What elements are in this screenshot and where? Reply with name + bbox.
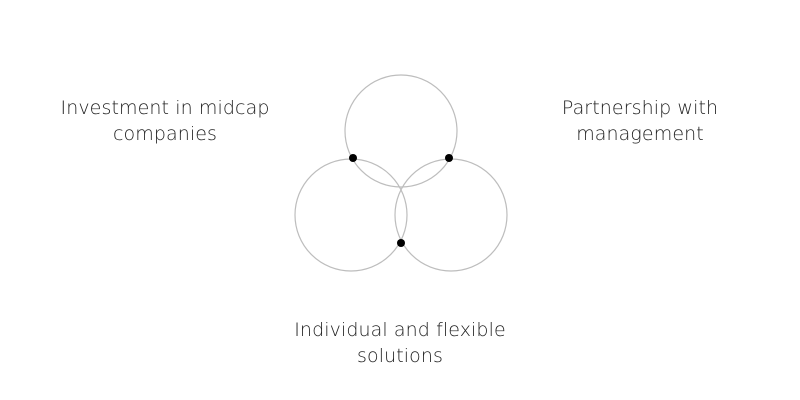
label-partnership-management: Partnership with management xyxy=(520,95,760,147)
dot-top-right xyxy=(445,154,453,162)
label-partnership-management-line2: management xyxy=(576,123,704,145)
label-individual-flexible-line1: Individual and flexible xyxy=(294,319,506,341)
label-individual-flexible: Individual and flexible solutions xyxy=(260,317,540,369)
label-partnership-management-line1: Partnership with xyxy=(561,97,719,119)
circle-right xyxy=(394,158,508,272)
label-investment-midcap: Investment in midcap companies xyxy=(30,95,300,147)
circle-top xyxy=(344,74,458,188)
label-individual-flexible-line2: solutions xyxy=(356,345,444,367)
dot-top-left xyxy=(349,154,357,162)
circle-left xyxy=(294,158,408,272)
dot-bottom xyxy=(397,239,405,247)
label-investment-midcap-line1: Investment in midcap xyxy=(60,97,270,119)
label-investment-midcap-line2: companies xyxy=(112,123,218,145)
